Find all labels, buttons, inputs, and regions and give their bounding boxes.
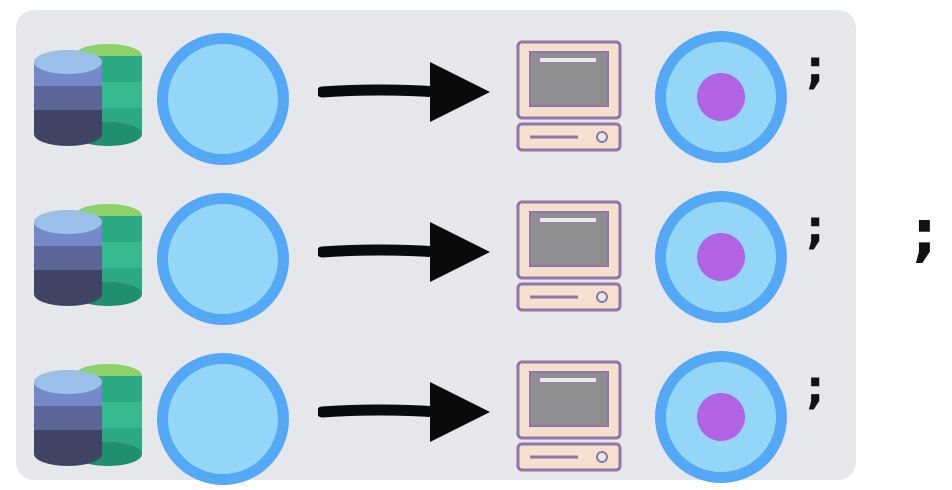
- arrow-icon: [318, 62, 490, 122]
- arrow-icon: [318, 222, 490, 282]
- empty-circle-icon: [157, 193, 289, 325]
- computer-icon: [516, 40, 622, 152]
- pipeline-row: ;: [0, 166, 952, 325]
- target-icon: [655, 191, 787, 323]
- target-icon: [655, 351, 787, 483]
- database-icon: [34, 364, 142, 466]
- pipeline-row: ;: [0, 6, 952, 165]
- arrow-icon: [318, 382, 490, 442]
- row-semicolon: ;: [806, 200, 825, 254]
- empty-circle-icon: [157, 33, 289, 165]
- outer-semicolon: ;: [912, 196, 937, 269]
- computer-icon: [516, 360, 622, 472]
- pipeline-row: ;: [0, 326, 952, 485]
- row-semicolon: ;: [806, 360, 825, 414]
- database-icon: [34, 204, 142, 306]
- empty-circle-icon: [157, 353, 289, 485]
- target-icon: [655, 31, 787, 163]
- database-icon: [34, 44, 142, 146]
- row-semicolon: ;: [806, 40, 825, 94]
- computer-icon: [516, 200, 622, 312]
